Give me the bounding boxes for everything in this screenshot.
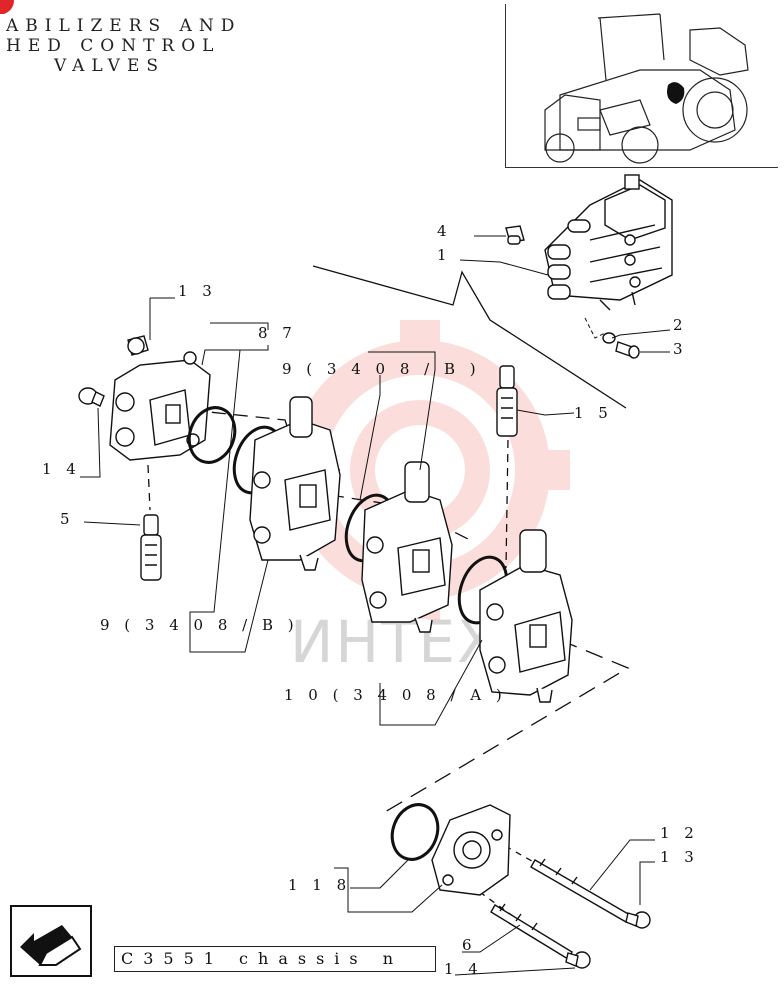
tie-rod-part-6 xyxy=(490,903,573,960)
callout-13b: 1 3 xyxy=(660,848,699,866)
nut-part-14b xyxy=(565,951,591,969)
valve-section-9b xyxy=(361,461,453,633)
leader-lines xyxy=(80,235,671,976)
fitting-part-5 xyxy=(140,514,162,581)
tie-rod-part-12 xyxy=(530,858,631,923)
callout-2: 2 xyxy=(673,316,688,334)
tractor-thumbnail xyxy=(505,4,778,168)
callout-8-7: 8 7 xyxy=(258,324,297,342)
callout-14b: 1 4 xyxy=(444,960,483,978)
inlet-cover xyxy=(109,351,211,461)
plug-part-4 xyxy=(505,225,525,245)
valve-section-10 xyxy=(479,529,573,703)
plug-part-14a xyxy=(78,387,105,407)
callout-9b: 9 ( 3 4 0 8 / B ) xyxy=(100,616,299,634)
plug-part-13a xyxy=(127,335,149,356)
callout-4: 4 xyxy=(437,222,452,240)
title-line-3: VALVES xyxy=(54,56,166,76)
callout-15: 1 5 xyxy=(574,404,613,422)
callout-5: 5 xyxy=(60,510,75,528)
callout-13a: 1 3 xyxy=(178,282,217,300)
valve-assembly-part-1 xyxy=(544,174,673,311)
title-line-1: ABILIZERS AND xyxy=(6,16,242,36)
assembly-code-text: C3551 chassis n xyxy=(121,949,403,968)
nut-part-13b xyxy=(625,911,651,929)
callout-1: 1 xyxy=(437,246,452,264)
assembly-code-box: C3551 chassis n xyxy=(114,946,436,972)
back-navigation-button[interactable] xyxy=(10,905,92,977)
callout-10: 1 0 ( 3 4 0 8 / A ) xyxy=(284,686,507,704)
title-line-2: HED CONTROL xyxy=(6,36,221,56)
corner-badge xyxy=(0,0,14,14)
callout-11-8: 1 1 8 xyxy=(288,876,351,894)
callout-9a: 9 ( 3 4 0 8 / B ) xyxy=(282,360,481,378)
end-cover-part-11 xyxy=(431,804,511,896)
valve-section-9a xyxy=(249,396,341,571)
tractor-sketch xyxy=(544,13,749,164)
fitting-part-15 xyxy=(496,365,518,437)
o-ring-seals xyxy=(187,406,509,861)
bolt-part-3 xyxy=(615,341,640,359)
washer-part-2 xyxy=(602,332,616,344)
arrow-icon xyxy=(20,925,82,966)
tractor-highlight xyxy=(667,82,685,104)
callout-12: 1 2 xyxy=(660,824,699,842)
callout-14a: 1 4 xyxy=(42,460,81,478)
callout-3: 3 xyxy=(673,340,688,358)
callout-6: 6 xyxy=(462,936,477,954)
